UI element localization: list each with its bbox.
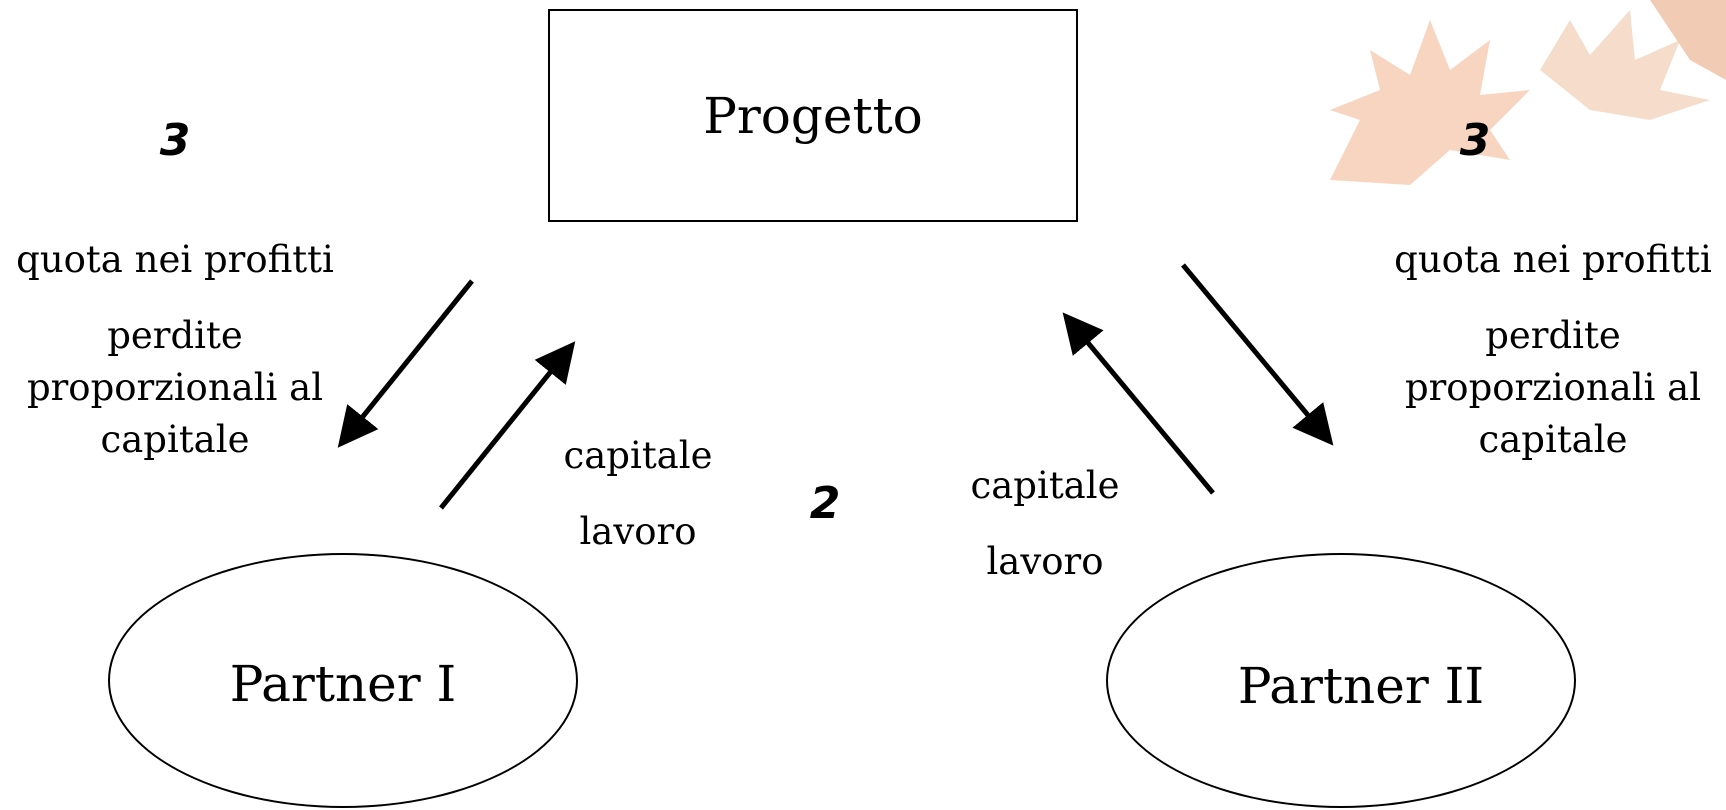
maple-leaf-decoration [1330,0,1726,185]
leaf-shape-3 [1650,0,1726,80]
partner-1-ellipse [108,553,578,808]
left-contribution-line-1: capitale [563,434,713,477]
leaf-shape-1 [1330,20,1530,185]
step-number-left: 3 [159,115,191,166]
arrow-partner-1-to-project [439,341,576,510]
left-contribution-line-2: lavoro [579,510,697,553]
left-return-line-3: proporzionali al [26,366,324,409]
right-return-line-2: perdite [1485,314,1621,357]
step-number-right: 3 [1459,115,1491,166]
right-contribution-line-1: capitale [970,464,1120,507]
project-label: Progetto [703,87,923,145]
leaf-shape-2 [1540,10,1710,120]
right-contribution-line-2: lavoro [986,540,1104,583]
arrow-project-to-partner-2 [1181,263,1334,446]
partner-1-label: Partner I [229,655,457,713]
right-return-line-3: proporzionali al [1404,366,1702,409]
step-number-center: 2 [809,478,841,529]
right-return-line-1: quota nei profitti [1394,238,1712,281]
arrow-partner-2-to-project [1062,312,1215,495]
left-return-line-1: quota nei profitti [16,238,334,281]
project-box [548,9,1078,222]
partner-2-label: Partner II [1237,657,1485,715]
right-return-line-4: capitale [1478,418,1628,461]
partner-2-ellipse [1106,553,1576,808]
left-return-line-4: capitale [100,418,250,461]
left-return-line-2: perdite [107,314,243,357]
arrow-project-to-partner-1 [337,279,474,448]
